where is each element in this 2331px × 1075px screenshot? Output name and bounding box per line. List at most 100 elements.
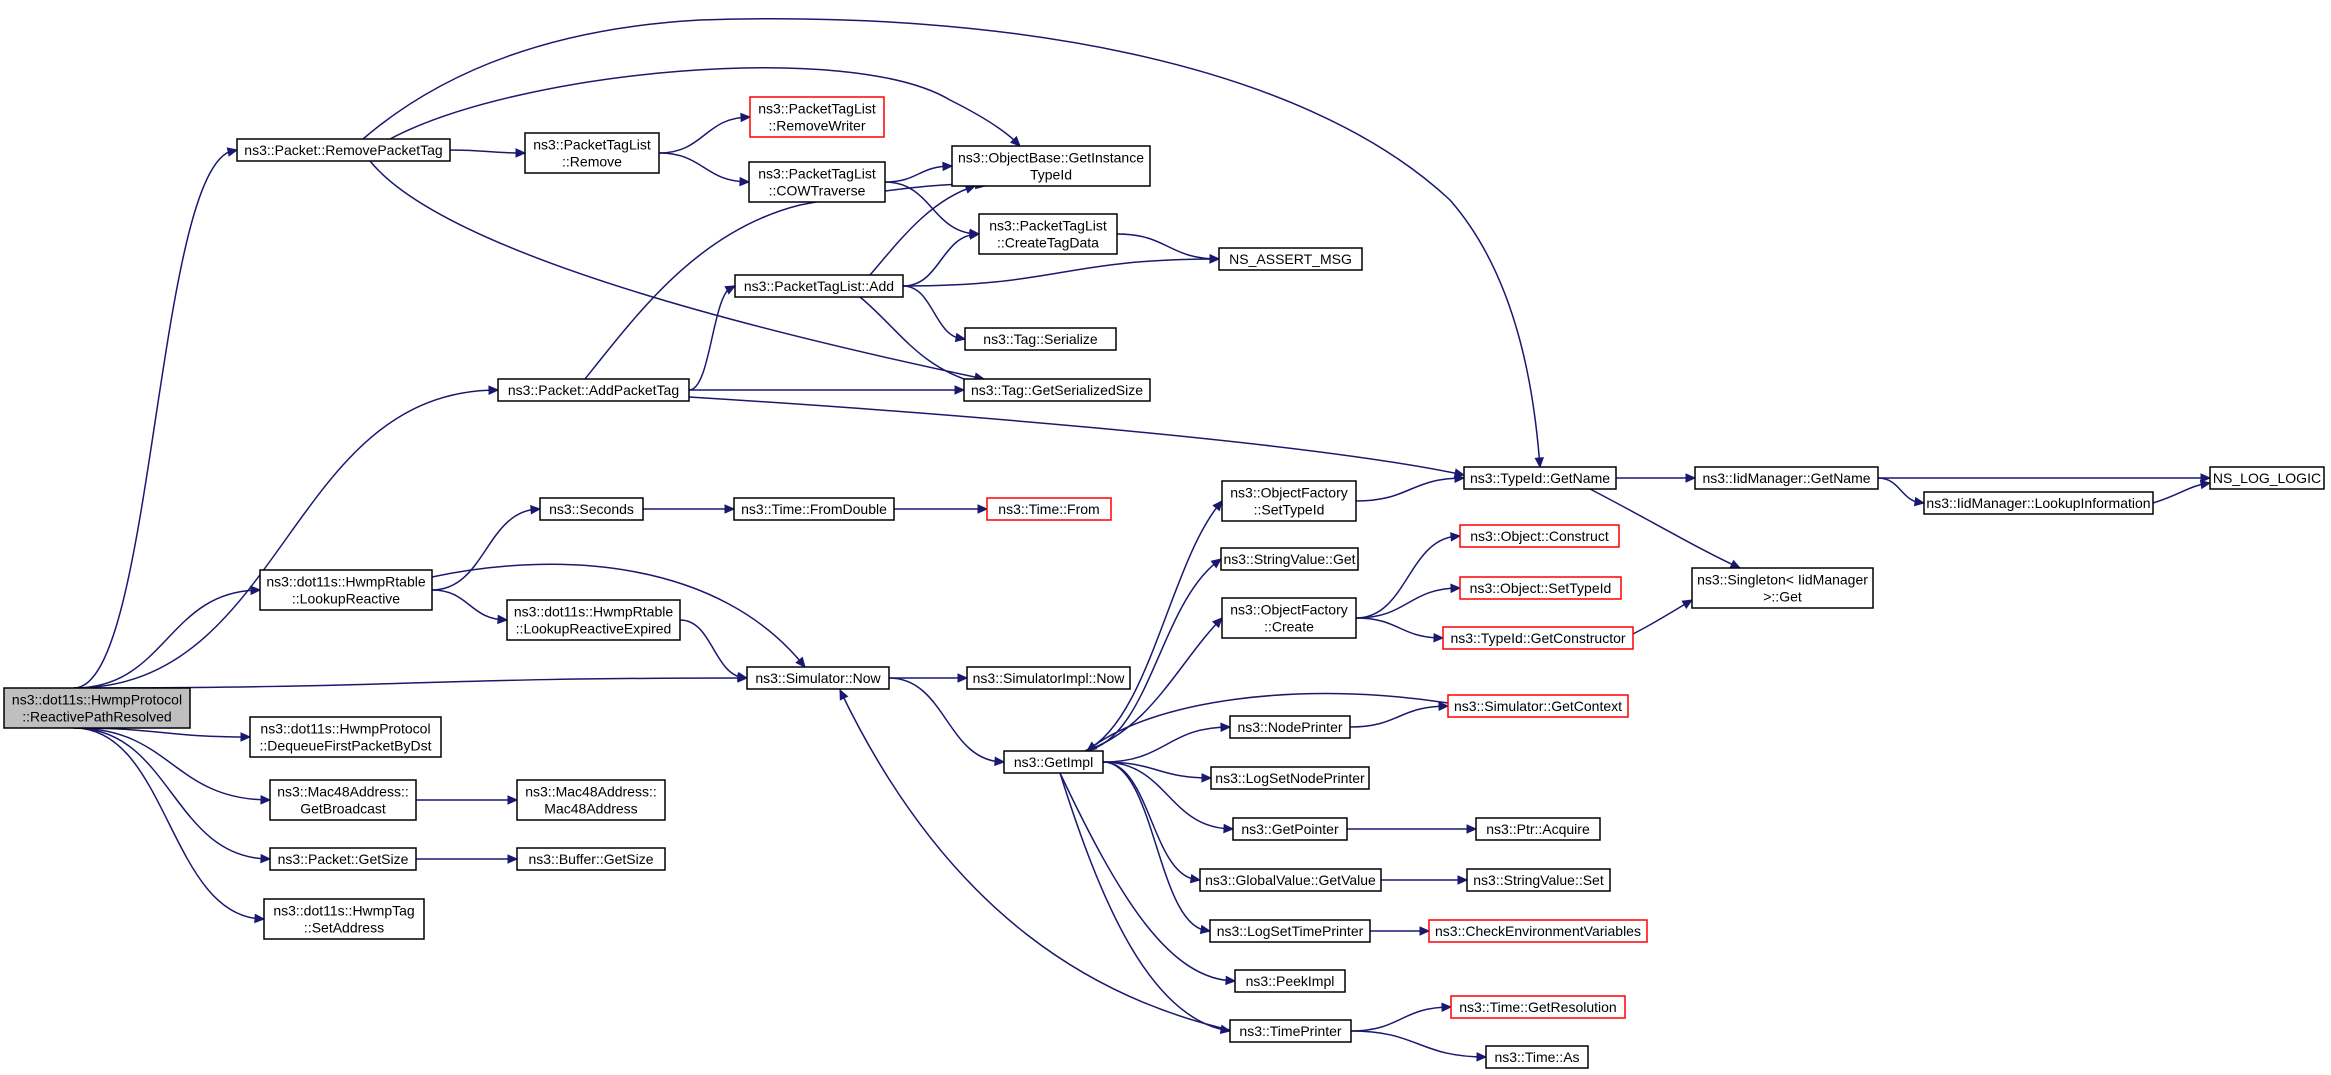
node-checkEnvVars[interactable]: ns3::CheckEnvironmentVariables: [1428, 919, 1648, 943]
node-seconds[interactable]: ns3::Seconds: [539, 497, 644, 521]
node-createTagData[interactable]: ns3::PacketTagList::CreateTagData: [978, 213, 1118, 255]
node-lookupReactive[interactable]: ns3::dot11s::HwmpRtable::LookupReactive: [259, 569, 433, 611]
node-label: ns3::IidManager::GetName: [1702, 470, 1870, 486]
node-packetGetSize[interactable]: ns3::Packet::GetSize: [269, 847, 417, 871]
node-label: ns3::Packet::GetSize: [278, 851, 409, 867]
edge-ofCreate-to-objectConstruct: [1355, 532, 1462, 619]
node-simulatorImplNow[interactable]: ns3::SimulatorImpl::Now: [966, 666, 1131, 690]
node-ptrAcquire[interactable]: ns3::Ptr::Acquire: [1475, 817, 1601, 841]
node-ptlRemove[interactable]: ns3::PacketTagList::Remove: [524, 132, 660, 174]
edge-line: [1084, 500, 1223, 752]
edge-removePacketTag-to-getInstanceTypeId: [389, 67, 1021, 147]
node-label: ns3::TypeId::GetName: [1470, 470, 1610, 486]
edge-arrowhead: [1454, 473, 1466, 483]
node-objectSetTypeId[interactable]: ns3::Object::SetTypeId: [1459, 576, 1622, 600]
node-ofSetTypeId[interactable]: ns3::ObjectFactory::SetTypeId: [1221, 480, 1357, 522]
node-label: ns3::PacketTagList: [533, 137, 651, 153]
node-box: [1428, 919, 1648, 943]
edge-timePrinter-to-timeGetResolution: [1350, 1002, 1453, 1032]
node-addPacketTag[interactable]: ns3::Packet::AddPacketTag: [497, 378, 690, 402]
edge-removePacketTag-to-ptlRemove: [449, 148, 527, 158]
node-cowTraverse[interactable]: ns3::PacketTagList::COWTraverse: [748, 161, 886, 203]
node-nsLogLogic[interactable]: NS_LOG_LOGIC: [2209, 466, 2325, 490]
node-tagSerialize[interactable]: ns3::Tag::Serialize: [964, 327, 1117, 351]
node-mac48Ctor[interactable]: ns3::Mac48Address::Mac48Address: [516, 779, 666, 821]
node-label: NS_LOG_LOGIC: [2213, 470, 2321, 486]
edge-line: [1084, 617, 1223, 752]
edge-addPacketTag-to-tagGetSerializedSize: [689, 385, 966, 395]
edge-line: [869, 185, 976, 276]
edge-ofSetTypeId-to-typeIdGetName: [1355, 473, 1466, 502]
edge-line: [1350, 1030, 1487, 1058]
node-getBroadcast[interactable]: ns3::Mac48Address::GetBroadcast: [269, 779, 417, 821]
node-box: [1229, 715, 1351, 739]
edge-line: [73, 389, 499, 689]
node-removePacketTag[interactable]: ns3::Packet::RemovePacketTag: [236, 138, 451, 162]
edge-arrowhead: [1212, 500, 1223, 512]
node-peekImpl[interactable]: ns3::PeekImpl: [1234, 969, 1346, 993]
node-ptlAdd[interactable]: ns3::PacketTagList::Add: [734, 274, 904, 298]
node-bufferGetSize[interactable]: ns3::Buffer::GetSize: [516, 847, 666, 871]
node-stringValueSet[interactable]: ns3::StringValue::Set: [1466, 868, 1611, 892]
node-label: ns3::SimulatorImpl::Now: [973, 670, 1126, 686]
node-root[interactable]: ns3::dot11s::HwmpProtocol::ReactivePathR…: [3, 687, 191, 729]
node-logSetNodePrinter[interactable]: ns3::LogSetNodePrinter: [1210, 766, 1370, 790]
node-timePrinter[interactable]: ns3::TimePrinter: [1229, 1019, 1352, 1043]
edge-line: [1059, 772, 1236, 982]
node-nsAssertMsg[interactable]: NS_ASSERT_MSG: [1218, 247, 1363, 271]
node-timeFrom[interactable]: ns3::Time::From: [986, 497, 1112, 521]
edge-root-to-lookupReactive: [73, 585, 262, 689]
node-fromDouble[interactable]: ns3::Time::FromDouble: [733, 497, 895, 521]
node-label: ns3::GlobalValue::GetValue: [1205, 872, 1376, 888]
node-label: ::COWTraverse: [769, 183, 866, 199]
edge-line: [1102, 761, 1212, 779]
node-label: ns3::ObjectFactory: [1230, 485, 1348, 501]
node-iidGetName[interactable]: ns3::IidManager::GetName: [1694, 466, 1879, 490]
node-tagGetSerializedSize[interactable]: ns3::Tag::GetSerializedSize: [963, 378, 1151, 402]
edge-line: [1355, 477, 1465, 502]
node-box: [516, 779, 666, 821]
node-timeGetResolution[interactable]: ns3::Time::GetResolution: [1450, 995, 1626, 1019]
node-box: [749, 96, 885, 138]
node-iidLookup[interactable]: ns3::IidManager::LookupInformation: [1923, 491, 2154, 515]
edge-arrowhead: [969, 230, 981, 240]
node-typeIdGetConstructor[interactable]: ns3::TypeId::GetConstructor: [1442, 626, 1634, 650]
node-label: ns3::Packet::AddPacketTag: [508, 382, 679, 398]
node-objectConstruct[interactable]: ns3::Object::Construct: [1459, 524, 1620, 548]
node-timeAs[interactable]: ns3::Time::As: [1485, 1045, 1589, 1069]
edge-lookupReactive-to-simulatorNow: [431, 563, 806, 668]
node-box: [1447, 694, 1629, 718]
node-label: ::CreateTagData: [997, 235, 1099, 251]
node-lookupReactiveExpired[interactable]: ns3::dot11s::HwmpRtable::LookupReactiveE…: [506, 599, 681, 641]
node-ofCreate[interactable]: ns3::ObjectFactory::Create: [1221, 597, 1357, 639]
node-label: ns3::Time::GetResolution: [1459, 999, 1616, 1015]
edge-root-to-getBroadcast: [73, 727, 272, 805]
node-stringValueGet[interactable]: ns3::StringValue::Get: [1220, 547, 1359, 571]
edge-arrowhead: [977, 504, 989, 514]
node-simulatorGetContext[interactable]: ns3::Simulator::GetContext: [1447, 694, 1629, 718]
edge-getImpl-to-nodePrinter: [1102, 722, 1232, 763]
node-getPointer[interactable]: ns3::GetPointer: [1232, 817, 1348, 841]
edge-line: [449, 149, 526, 154]
edge-line: [431, 563, 806, 668]
node-logSetTimePrinter[interactable]: ns3::LogSetTimePrinter: [1209, 919, 1371, 943]
edge-line: [1349, 705, 1449, 728]
node-removeWriter[interactable]: ns3::PacketTagList::RemoveWriter: [749, 96, 885, 138]
node-label: ::SetTypeId: [1254, 502, 1325, 518]
node-nodePrinter[interactable]: ns3::NodePrinter: [1229, 715, 1351, 739]
node-getImpl[interactable]: ns3::GetImpl: [1003, 750, 1104, 774]
node-typeIdGetName[interactable]: ns3::TypeId::GetName: [1463, 466, 1617, 490]
node-simulatorNow[interactable]: ns3::Simulator::Now: [746, 666, 890, 690]
node-dequeue[interactable]: ns3::dot11s::HwmpProtocol::DequeueFirstP…: [249, 716, 442, 758]
edge-lookupReactive-to-seconds: [431, 504, 542, 591]
node-box: [1221, 597, 1357, 639]
node-label: ::LookupReactive: [292, 591, 400, 607]
node-singletonGet[interactable]: ns3::Singleton< IidManager >::Get: [1691, 567, 1874, 609]
node-setAddress[interactable]: ns3::dot11s::HwmpTag::SetAddress: [263, 898, 425, 940]
edge-ofCreate-to-objectSetTypeId: [1355, 583, 1462, 619]
node-box: [1459, 576, 1622, 600]
node-label: ::SetAddress: [304, 920, 384, 936]
node-globalValueGetValue[interactable]: ns3::GlobalValue::GetValue: [1199, 868, 1382, 892]
edge-getBroadcast-to-mac48Ctor: [416, 795, 519, 805]
